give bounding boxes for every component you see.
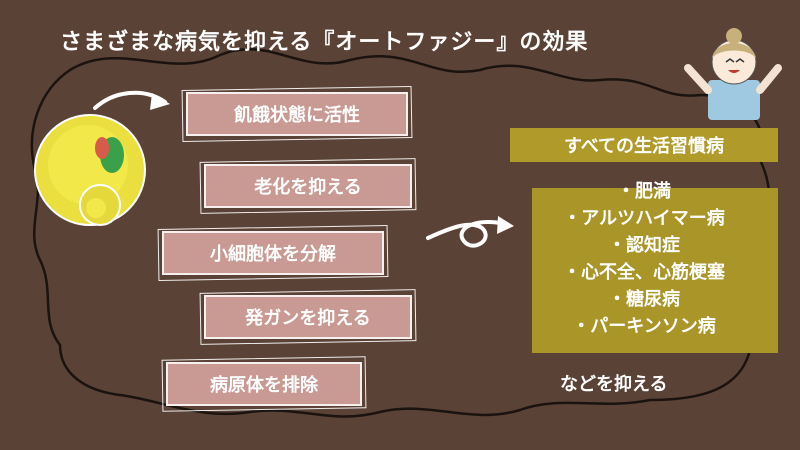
disease-heading: すべての生活習慣病 [510, 128, 778, 162]
cloud-outline [30, 48, 776, 418]
disease-panel: すべての生活習慣病 [510, 128, 778, 353]
disease-item: ・アルツハイマー病 [563, 208, 725, 229]
effect-box-5: 病原体を排除 [166, 362, 362, 406]
loop-arrow-head [497, 216, 514, 234]
disease-item: ・認知症 [608, 235, 680, 256]
disease-item: ・肥満 [617, 181, 671, 202]
effect-label: 病原体を排除 [210, 375, 318, 396]
effect-box-2: 老化を抑える [204, 164, 412, 208]
effect-box-4: 発ガンを抑える [204, 295, 412, 339]
effect-label: 小細胞体を分解 [210, 244, 336, 265]
person-illustration [684, 28, 782, 120]
cell-illustration [34, 114, 146, 226]
disease-item: ・パーキンソン病 [572, 316, 716, 337]
loop-arrow [426, 219, 507, 248]
effect-label: 発ガンを抑える [245, 308, 371, 329]
disease-panel-body [532, 188, 778, 353]
disease-footer: などを抑える [560, 374, 668, 395]
effect-label: 老化を抑える [254, 177, 362, 198]
disease-list: ・肥満 ・アルツハイマー病 ・認知症 ・心不全、心筋梗塞 ・糖尿病 ・パーキンソ… [510, 178, 778, 340]
effect-box-3: 小細胞体を分解 [162, 231, 384, 275]
effect-box-1: 飢餓状態に活性 [186, 92, 408, 136]
disease-item: ・心不全、心筋梗塞 [563, 262, 725, 283]
disease-item: ・糖尿病 [608, 289, 680, 310]
effect-label: 飢餓状態に活性 [234, 105, 360, 126]
page-title: さまざまな病気を抑える『オートファジー』の効果 [60, 30, 589, 55]
arrow-head [150, 93, 170, 110]
